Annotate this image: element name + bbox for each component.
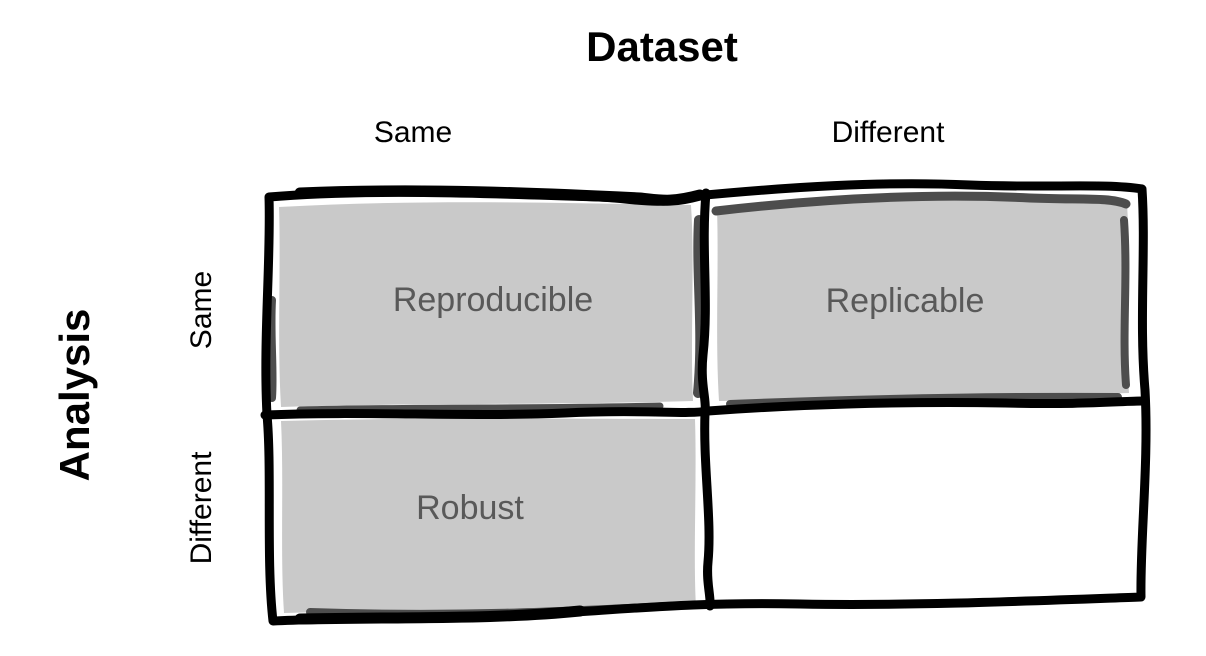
cell-fills bbox=[279, 196, 1129, 613]
cell-label-reproducible: Reproducible bbox=[392, 281, 594, 319]
cell-replicable-fill bbox=[717, 196, 1129, 401]
cell-reproducible-fill bbox=[279, 202, 693, 407]
top-edge-overstroke bbox=[294, 185, 706, 206]
cell-label-robust: Robust bbox=[416, 489, 524, 527]
column-label-different: Different bbox=[831, 116, 945, 149]
cell-robust-fill bbox=[281, 418, 696, 613]
vertical-divider bbox=[697, 188, 715, 611]
row-axis-title: Analysis bbox=[51, 308, 98, 482]
bottom-edge-overstroke bbox=[294, 605, 586, 625]
border-strokes bbox=[260, 179, 1151, 626]
row-label-same: Same bbox=[185, 270, 218, 350]
row-label-different: Different bbox=[185, 451, 218, 565]
cell-label-replicable: Replicable bbox=[825, 282, 985, 320]
column-axis-title: Dataset bbox=[586, 23, 738, 70]
horizontal-divider bbox=[260, 396, 1148, 420]
column-label-same: Same bbox=[373, 116, 453, 149]
